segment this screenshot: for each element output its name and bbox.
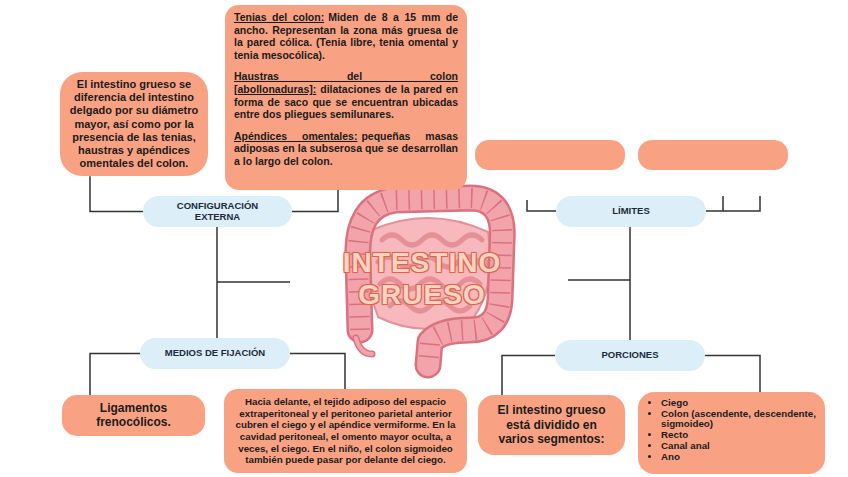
list-item: Recto <box>661 430 816 441</box>
paragraph: Apéndices omentales:pequeñas masas adipo… <box>234 130 458 168</box>
note-box: El intestino grueso está dividido en var… <box>478 395 625 455</box>
note-text: El intestino grueso se diferencia del in… <box>69 78 199 170</box>
connector-line <box>290 354 345 390</box>
connector-line <box>292 190 338 212</box>
connector-line <box>705 356 760 393</box>
note-box: Ligamentos frenocólicos. <box>62 395 205 436</box>
connector-line <box>90 354 140 396</box>
term-heading: Apéndices omentales: <box>234 130 357 142</box>
connector-line <box>629 227 631 340</box>
definition-box: Tenias del colon:Miden de 8 a 15 mm de a… <box>225 5 467 190</box>
topic-pill: CONFIGURACIÓN EXTERNA <box>143 196 292 227</box>
diagram-title: INTESTINO GRUESO <box>304 247 540 311</box>
term-heading: Tenias del colon: <box>234 11 324 23</box>
list-item: Ano <box>661 452 816 463</box>
list-box: CiegoColon (ascendente, descendente, sig… <box>638 392 825 474</box>
empty-box <box>638 140 788 170</box>
list-item: Canal anal <box>661 441 816 452</box>
connector-line <box>502 356 555 396</box>
paragraph: Tenias del colon:Miden de 8 a 15 mm de a… <box>234 11 458 61</box>
list-item: Colon (ascendente, descendente, sigmoide… <box>661 409 816 430</box>
topic-pill: LÍMITES <box>556 196 706 227</box>
topic-pill: PORCIONES <box>555 340 705 371</box>
note-box: El intestino grueso se diferencia del in… <box>60 72 208 176</box>
topic-label: MEDIOS DE FIJACIÓN <box>165 348 265 359</box>
note-box: Hacia delante, el tejido adiposo del esp… <box>224 389 467 473</box>
connector-line <box>90 176 143 211</box>
note-text: Hacia delante, el tejido adiposo del esp… <box>233 396 458 466</box>
note-text: Ligamentos frenocólicos. <box>71 401 196 430</box>
topic-pill: MEDIOS DE FIJACIÓN <box>140 338 290 369</box>
topic-label: LÍMITES <box>612 206 649 217</box>
topic-label: CONFIGURACIÓN EXTERNA <box>165 201 270 223</box>
topic-label: PORCIONES <box>601 350 658 361</box>
segment-list: CiegoColon (ascendente, descendente, sig… <box>647 398 816 462</box>
empty-box <box>475 140 625 170</box>
paragraph: Haustras del colon [abollonaduras]:dilat… <box>234 70 458 120</box>
note-text: El intestino grueso está dividido en var… <box>487 403 616 446</box>
list-item: Ciego <box>661 398 816 409</box>
connector-line <box>216 227 218 338</box>
